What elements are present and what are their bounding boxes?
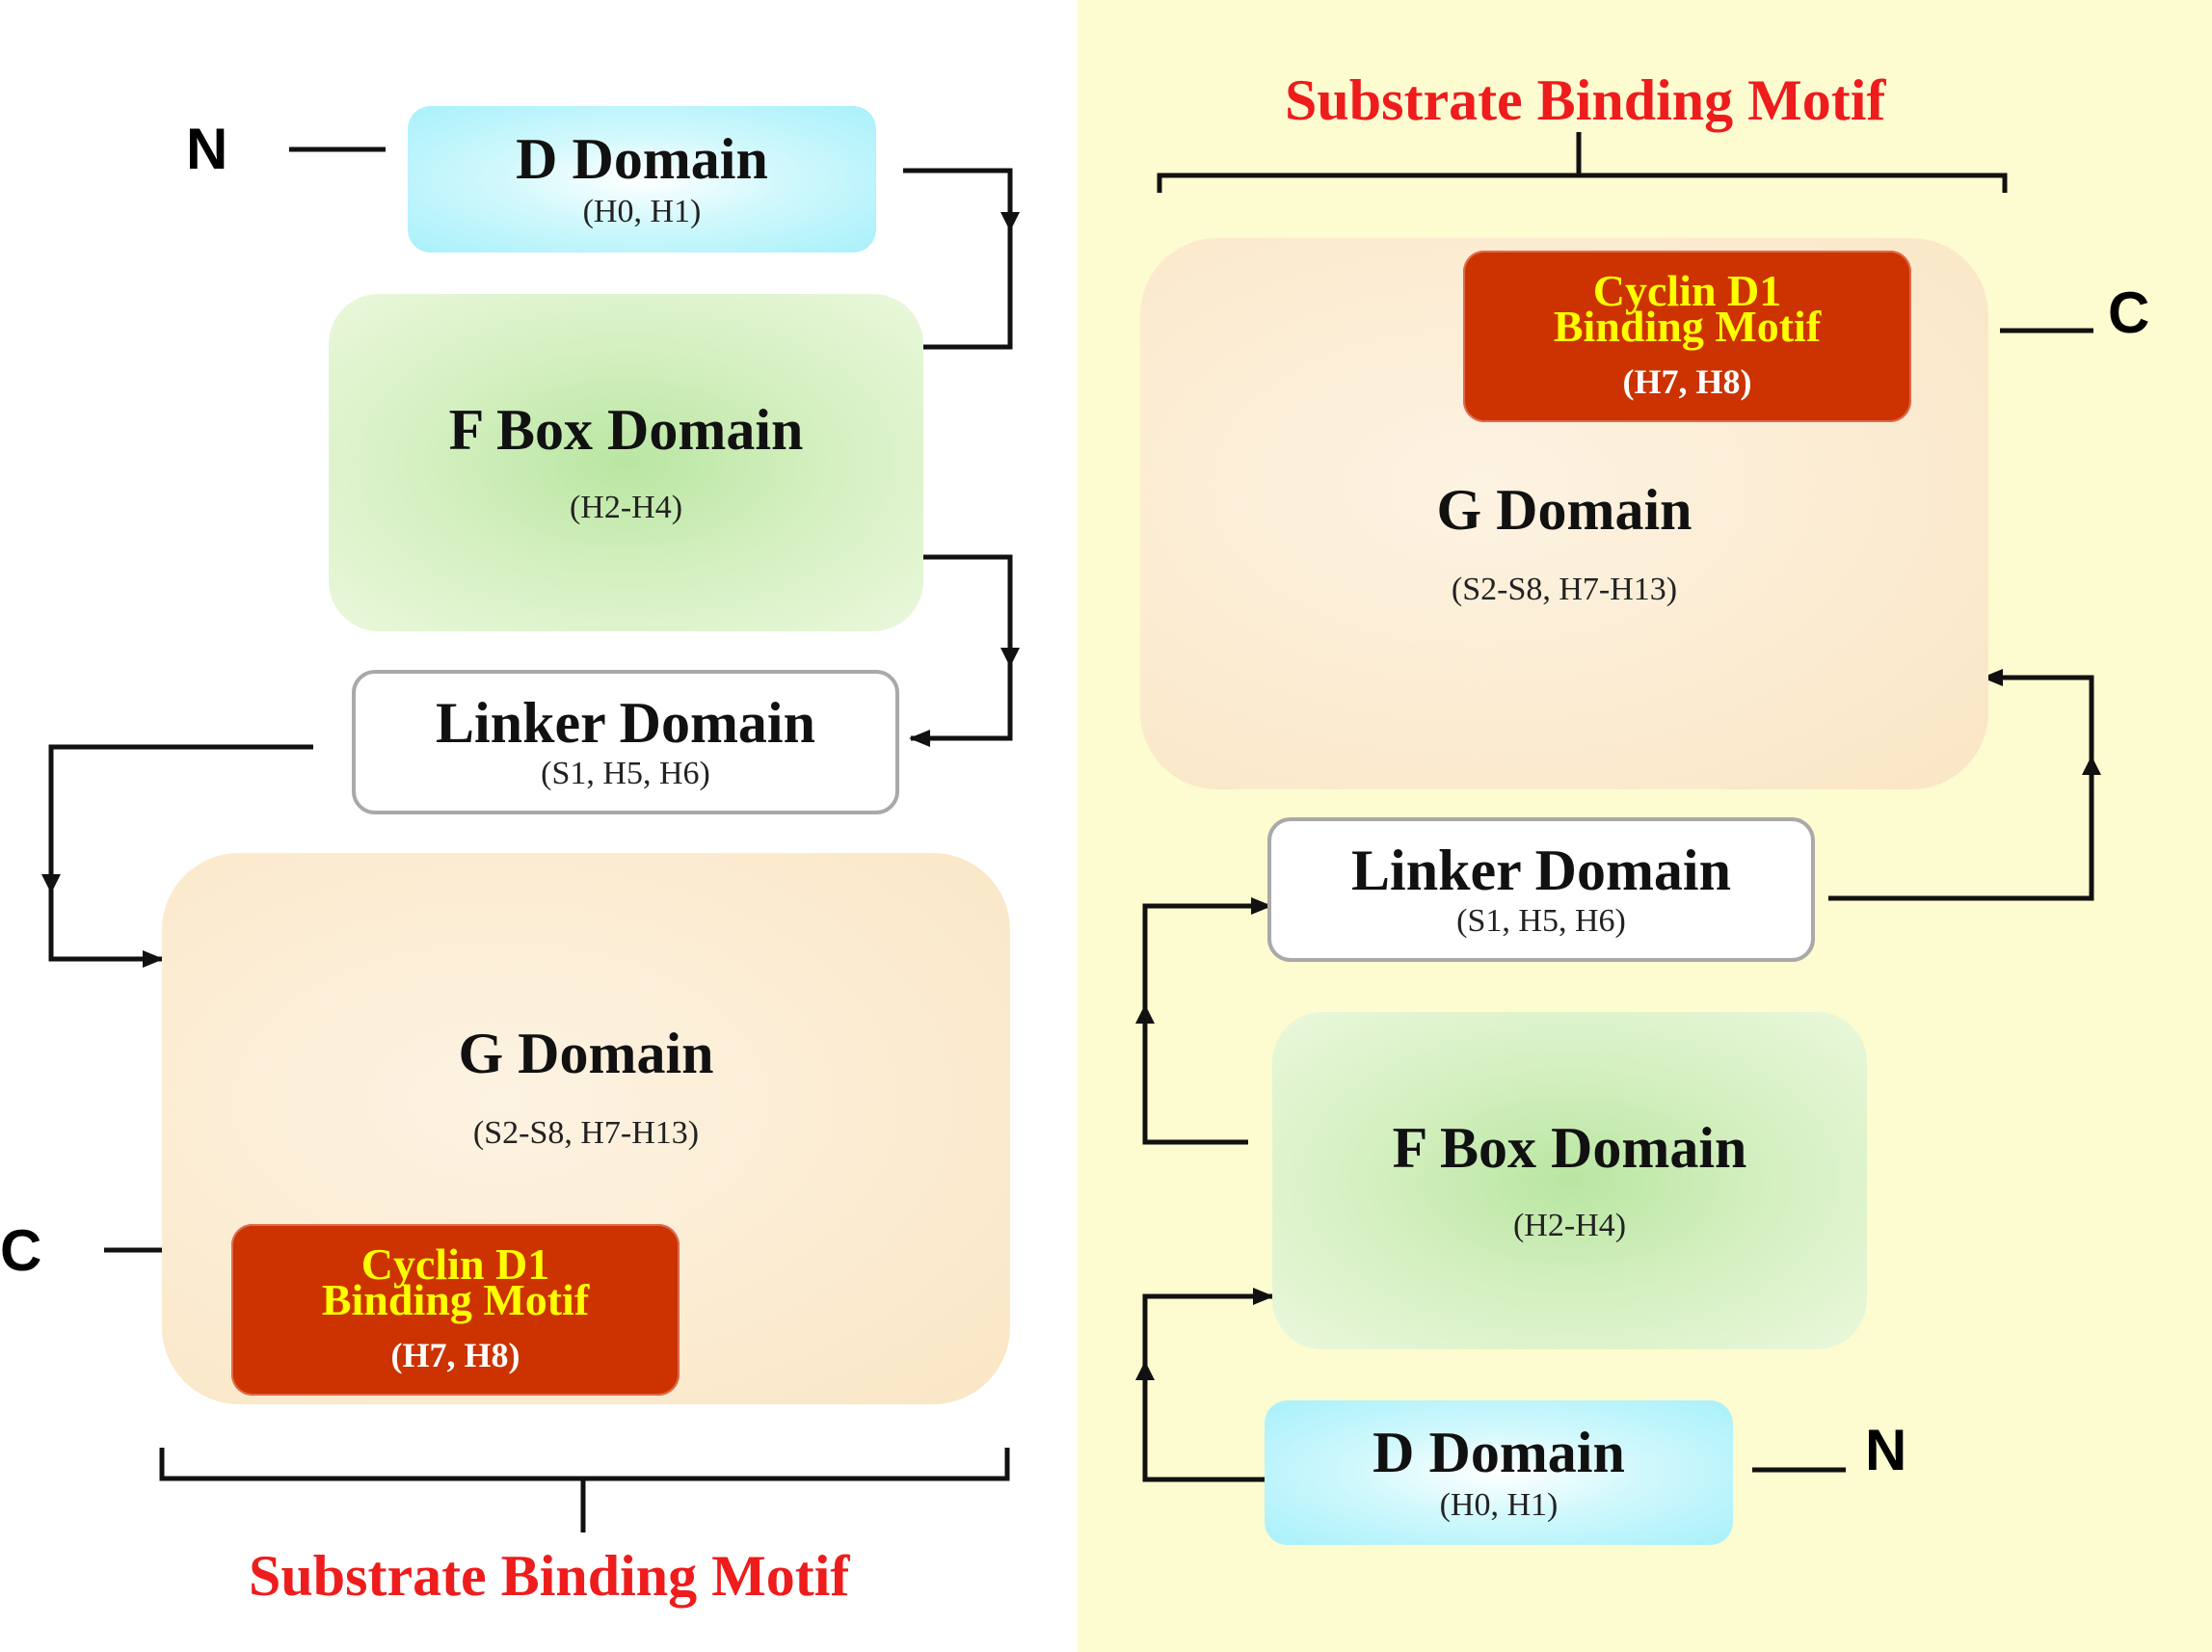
linker-domain-box-right: Linker Domain (S1, H5, H6) — [1267, 817, 1815, 962]
linker-domain-sub-right: (S1, H5, H6) — [1456, 903, 1626, 939]
c-terminal-label-right: C — [2108, 280, 2150, 345]
c-terminal-label-left: C — [0, 1218, 42, 1283]
d-domain-box-left: D Domain (H0, H1) — [408, 106, 876, 253]
cyclin-d1-box-right: Cyclin D1 Binding Motif (H7, H8) — [1463, 251, 1911, 422]
f-box-domain-sub-right: (H2-H4) — [1512, 1208, 1627, 1243]
g-domain-sub-left: (S2-S8, H7-H13) — [472, 1115, 700, 1151]
linker-domain-box-left: Linker Domain (S1, H5, H6) — [352, 670, 899, 814]
d-domain-sub-left: (H0, H1) — [582, 194, 702, 229]
n-terminal-label-left: N — [186, 117, 228, 181]
cyclin-d1-sub-right: (H7, H8) — [1622, 361, 1752, 401]
cyclin-d1-title-right: Cyclin D1 — [1592, 266, 1782, 316]
d-domain-sub-right: (H0, H1) — [1439, 1487, 1559, 1523]
g-domain-title-left: G Domain — [458, 1022, 714, 1085]
arrow-f-to-linker-right — [1142, 897, 1272, 1145]
g-domain-sub-right: (S2-S8, H7-H13) — [1451, 572, 1678, 607]
d-domain-box-right: D Domain (H0, H1) — [1265, 1400, 1733, 1545]
cyclin-d1-sub-left: (H7, H8) — [390, 1335, 520, 1374]
bracket-left — [159, 1448, 1010, 1481]
f-box-domain-sub-left: (H2-H4) — [569, 490, 683, 525]
f-box-domain-title-right: F Box Domain — [1392, 1116, 1747, 1180]
linker-domain-sub-left: (S1, H5, H6) — [541, 756, 710, 791]
cyclin-d1-binding-left: Binding Motif — [321, 1275, 590, 1324]
arrow-d-to-f-right — [1142, 1288, 1274, 1482]
linker-domain-title-left: Linker Domain — [436, 691, 815, 755]
arrow-f-to-linker-left — [909, 554, 1013, 747]
bracket-right — [1157, 173, 2008, 193]
linker-domain-title-right: Linker Domain — [1351, 839, 1731, 902]
arrow-linker-to-g-left — [48, 744, 313, 968]
cyclin-d1-box-left: Cyclin D1 Binding Motif (H7, H8) — [231, 1224, 680, 1396]
cyclin-d1-binding-right: Binding Motif — [1553, 302, 1822, 351]
n-terminal-label-right: N — [1865, 1418, 1907, 1482]
arrow-linker-to-g-right — [1828, 669, 2094, 901]
substrate-binding-motif-left: Substrate Binding Motif — [249, 1544, 850, 1608]
cyclin-d1-title-left: Cyclin D1 — [360, 1239, 550, 1290]
arrow-d-to-f-left — [903, 168, 1013, 350]
f-box-domain-title-left: F Box Domain — [448, 398, 804, 462]
substrate-binding-motif-right: Substrate Binding Motif — [1285, 68, 1886, 132]
f-box-domain-box-right: F Box Domain (H2-H4) — [1272, 1012, 1867, 1349]
d-domain-title-left: D Domain — [516, 127, 768, 191]
d-domain-title-right: D Domain — [1373, 1421, 1625, 1484]
f-box-domain-box-left: F Box Domain (H2-H4) — [329, 294, 923, 631]
g-domain-title-right: G Domain — [1436, 478, 1692, 542]
